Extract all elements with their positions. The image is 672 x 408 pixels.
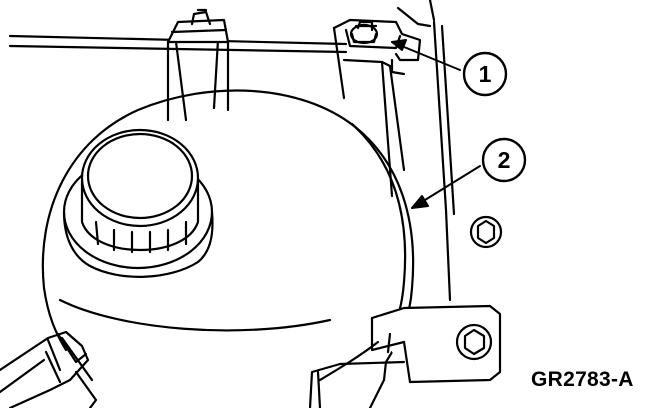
callout-1-leader (391, 39, 461, 71)
callout-2: 2 (481, 137, 527, 183)
callout-1: 1 (462, 51, 508, 97)
coolant-reservoir (41, 89, 415, 408)
hex-nut (469, 215, 503, 249)
callout-2-leader (411, 165, 481, 209)
filler-cap (62, 128, 214, 278)
right-bracket (332, 18, 422, 198)
coolant-hose (0, 330, 98, 408)
callout-2-number: 2 (498, 147, 511, 173)
lower-bolt (455, 323, 493, 361)
bracket-bolt (349, 20, 379, 45)
left-bracket-tab (166, 8, 230, 122)
callout-1-number: 1 (479, 61, 492, 87)
figure-id-label: GR2783-A (531, 368, 634, 391)
